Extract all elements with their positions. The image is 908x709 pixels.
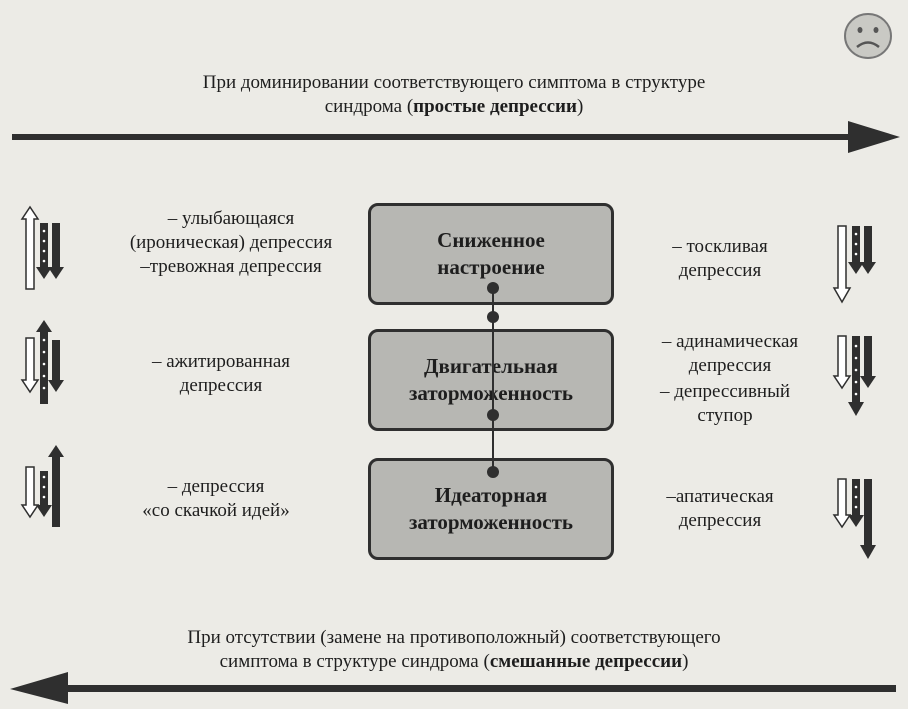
bottom-caption-line1: При отсутствии (замене на противоположны…	[187, 627, 721, 648]
top-arrow-right	[12, 121, 900, 153]
left-arrows-row2	[20, 320, 64, 404]
right-label-1: – тоскливая депрессия	[672, 236, 768, 281]
right-arrows-row2	[832, 335, 876, 416]
left-arrows-row3	[20, 445, 64, 527]
bottom-caption: При отсутствии (замене на противоположны…	[187, 627, 721, 672]
box-connectors	[487, 282, 499, 478]
bottom-arrow-left	[10, 672, 896, 704]
right-arrows-row1	[832, 225, 876, 304]
left-label-1: – улыбающаяся (ироническая) депрессия –т…	[129, 208, 333, 277]
right-label-4: –апатическая депрессия	[666, 486, 774, 531]
top-caption-line1: При доминировании соответствующего симпт…	[202, 72, 706, 93]
right-label-3: – депрессивный ступор	[659, 381, 791, 426]
right-label-2: – адинамическая депрессия	[661, 331, 799, 376]
left-arrows-row1	[20, 205, 64, 290]
left-label-2: – ажитированная депрессия	[151, 351, 291, 396]
simple-depressions-label: простые депрессии	[413, 96, 577, 117]
mixed-depressions-label: смешанные депрессии	[489, 651, 683, 672]
sad-face-icon	[844, 13, 892, 59]
right-arrows-row3	[832, 478, 876, 559]
top-caption: При доминировании соответствующего симпт…	[202, 72, 706, 117]
left-label-3: – депрессия «со скачкой идей»	[142, 476, 290, 521]
